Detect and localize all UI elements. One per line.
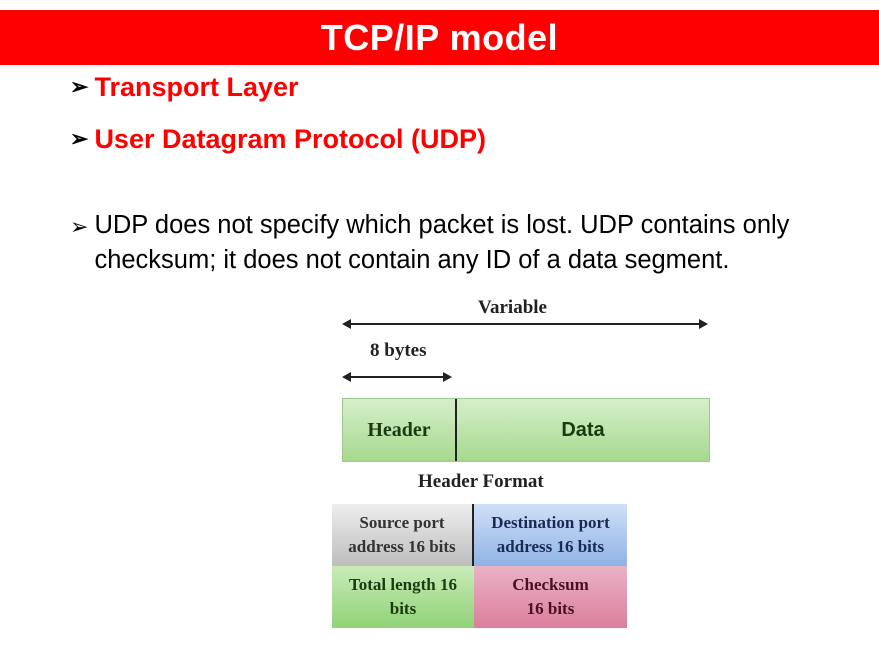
field-line: bits: [389, 599, 417, 618]
field-line: Destination port: [491, 513, 610, 532]
packet-header-cell: Header: [343, 399, 457, 461]
arrowhead-bullet-icon: ➢: [70, 214, 89, 239]
udp-packet-diagram: Header Data: [342, 398, 710, 462]
field-line: Checksum: [512, 575, 589, 594]
variable-length-arrow: [342, 319, 708, 329]
field-line: Total length 16: [348, 575, 457, 594]
header-size-arrow: [342, 372, 452, 382]
header-format-title: Header Format: [418, 471, 544, 492]
bullet-udp: ➢ User Datagram Protocol (UDP): [70, 124, 486, 155]
header-format-table: Source port address 16 bits Destination p…: [332, 504, 627, 628]
field-line: Source port: [359, 513, 445, 532]
field-source-port: Source port address 16 bits: [332, 504, 474, 566]
field-destination-port: Destination port address 16 bits: [474, 504, 627, 566]
bullet-text: UDP does not specify which packet is los…: [94, 211, 790, 274]
header-size-label: 8 bytes: [370, 340, 427, 361]
bullet-udp-description: ➢ UDP does not specify which packet is l…: [70, 208, 850, 278]
field-line: address 16 bits: [348, 537, 456, 556]
variable-label: Variable: [478, 297, 547, 318]
title-bar: TCP/IP model: [0, 10, 879, 65]
slide-title: TCP/IP model: [320, 16, 559, 58]
packet-data-cell: Data: [457, 399, 709, 461]
bullet-transport-layer: ➢ Transport Layer: [70, 72, 299, 103]
field-total-length: Total length 16 bits: [332, 566, 474, 628]
bullet-text: Transport Layer: [94, 72, 299, 102]
field-line: 16 bits: [526, 599, 575, 618]
field-checksum: Checksum 16 bits: [474, 566, 627, 628]
bullet-text: User Datagram Protocol (UDP): [94, 124, 487, 154]
field-line: address 16 bits: [496, 537, 605, 556]
arrowhead-bullet-icon: ➢: [70, 74, 89, 99]
arrowhead-bullet-icon: ➢: [70, 126, 89, 151]
